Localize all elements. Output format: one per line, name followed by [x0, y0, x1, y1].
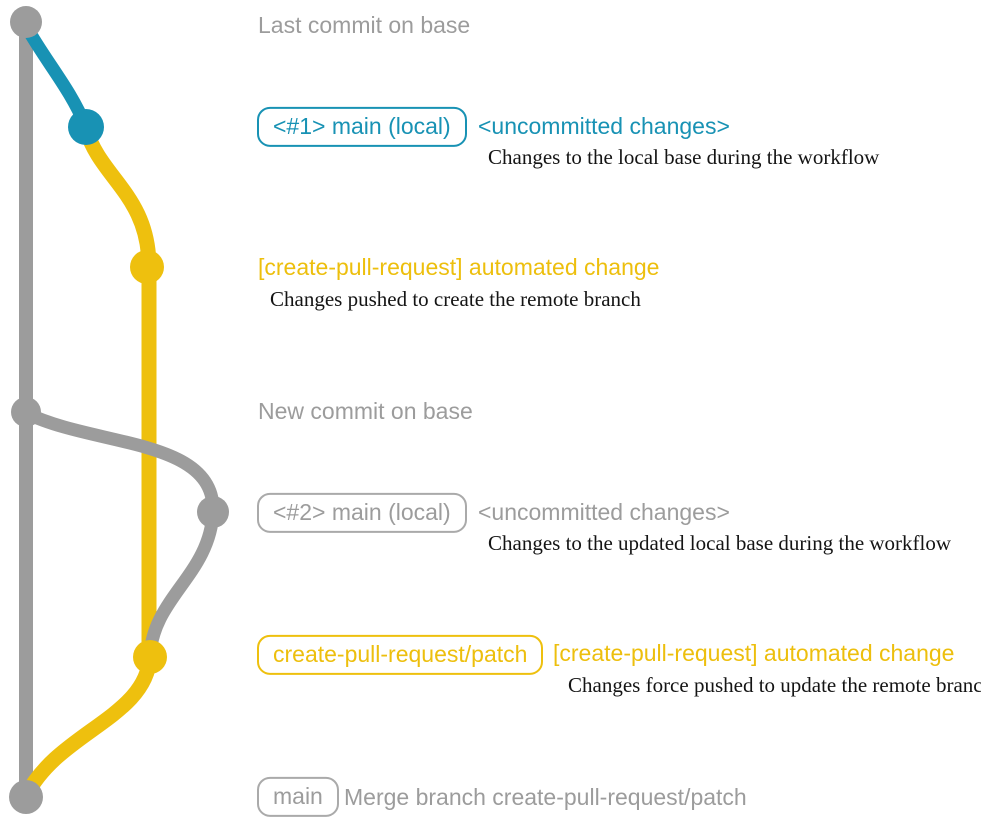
label-automated-change-2: [create-pull-request] automated change — [553, 639, 955, 666]
caption-local-base-changes-1: Changes to the local base during the wor… — [488, 144, 880, 169]
commit-node-last-base — [10, 6, 42, 38]
branch-badge-main: main — [257, 776, 339, 818]
caption-automated-change-2: Changes force pushed to update the remot… — [568, 672, 981, 697]
branch-line-main-local-2-lower — [143, 511, 220, 658]
branch-line-main-local-2-upper — [23, 407, 220, 513]
badge-wrap-main: main — [257, 776, 339, 818]
badge-wrap-main-local-2: <#2> main (local) — [257, 492, 467, 534]
badge-wrap-main-local-1: <#1> main (local) — [257, 106, 467, 148]
caption-automated-change-1: Changes pushed to create the remote bran… — [270, 286, 641, 311]
commit-node-new-base — [11, 397, 41, 427]
branch-line-patch-merge — [19, 655, 158, 800]
commit-node-local-main-2 — [197, 496, 229, 528]
status-uncommitted-changes-1: <uncommitted changes> — [478, 112, 730, 139]
label-last-commit-on-base: Last commit on base — [258, 11, 471, 38]
commit-node-merge — [9, 780, 43, 814]
label-automated-change-1: [create-pull-request] automated change — [258, 253, 660, 280]
label-new-commit-on-base: New commit on base — [258, 397, 473, 424]
badge-wrap-patch-branch: create-pull-request/patch — [257, 634, 544, 676]
caption-local-base-changes-2: Changes to the updated local base during… — [488, 530, 952, 555]
branch-badge-main-local-2: <#2> main (local) — [257, 492, 467, 534]
branch-line-patch-upper — [78, 126, 157, 268]
label-merge-branch: Merge branch create-pull-request/patch — [344, 783, 747, 810]
branch-badge-patch: create-pull-request/patch — [257, 634, 544, 676]
branch-badge-main-local-1: <#1> main (local) — [257, 106, 467, 148]
commit-node-automated-change-1 — [130, 250, 164, 284]
commit-node-local-main-1 — [68, 109, 104, 145]
commit-node-automated-change-2 — [133, 640, 167, 674]
status-uncommitted-changes-2: <uncommitted changes> — [478, 498, 730, 525]
